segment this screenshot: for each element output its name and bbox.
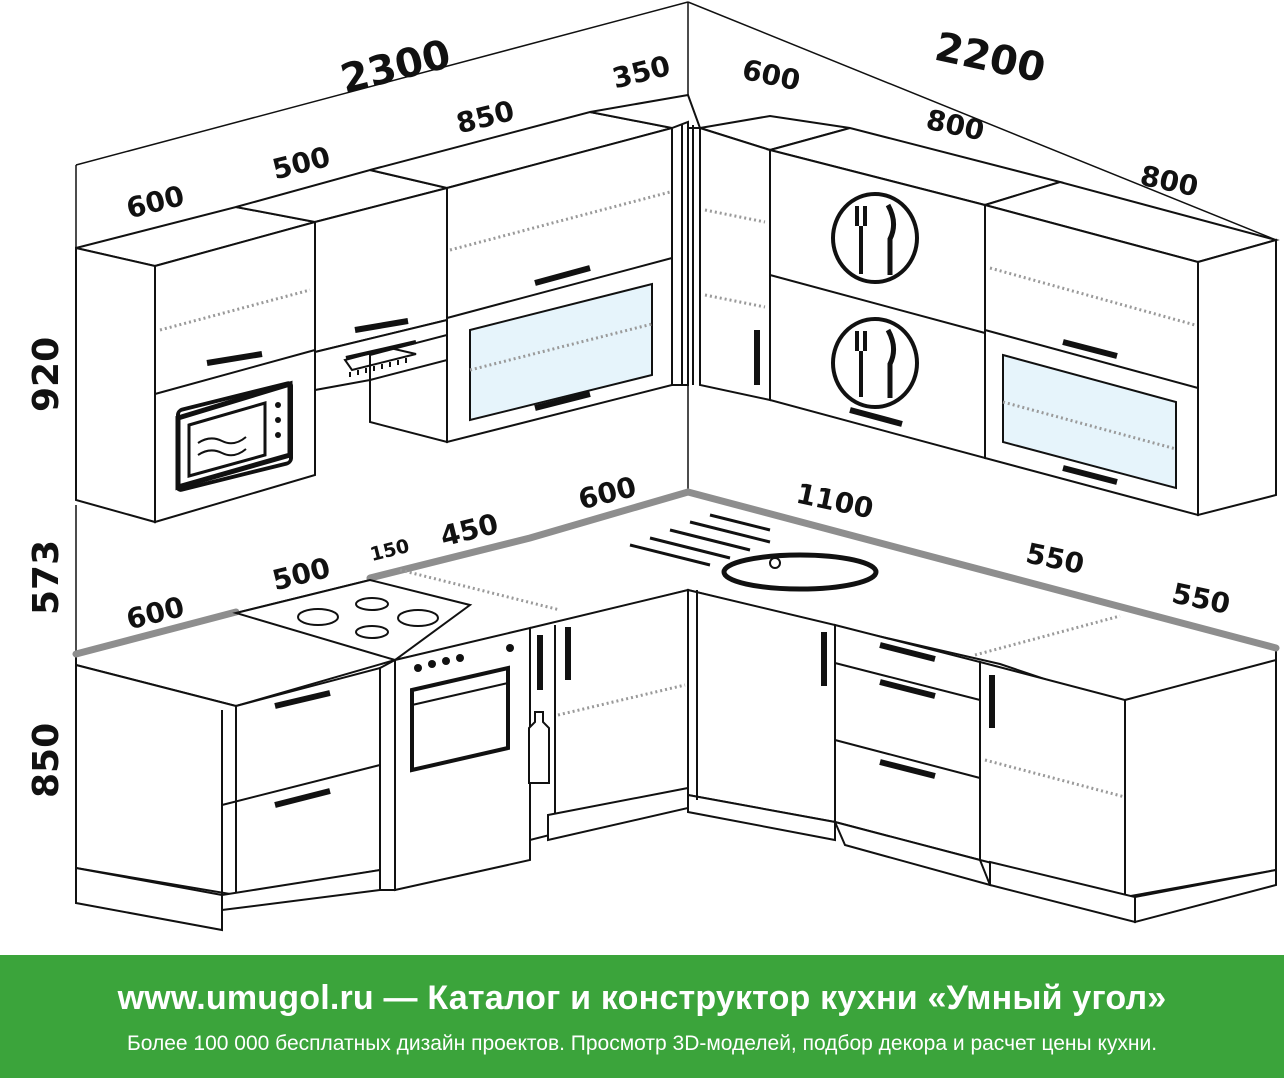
dim-upper-right-3: 800 xyxy=(1137,159,1201,203)
dim-lower-left-3: 150 xyxy=(368,535,412,566)
dim-top-left-total: 2300 xyxy=(336,31,455,103)
corner-column xyxy=(589,93,702,386)
hob-burner-icon xyxy=(232,578,473,662)
lower-cabinet-550 xyxy=(979,658,1277,924)
plate-cutlery-icon xyxy=(831,192,919,284)
footer-subtitle: Более 100 000 бесплатных дизайн проектов… xyxy=(126,1032,1158,1055)
dim-lower-right-3: 550 xyxy=(1169,577,1233,621)
dim-upper-right-2: 800 xyxy=(923,103,987,147)
upper-cabinet-right-800a xyxy=(766,126,1064,460)
plate-cutlery-icon xyxy=(831,317,919,409)
range-hood-icon xyxy=(314,318,448,392)
dim-lower-right-2: 550 xyxy=(1023,537,1087,581)
lower-drawers xyxy=(833,623,992,887)
dim-lower-right-1: 1100 xyxy=(793,477,876,525)
dim-upper-left-2: 500 xyxy=(269,140,334,186)
upper-cabinet-right-600 xyxy=(699,114,851,402)
upper-cabinet-850 xyxy=(369,110,673,444)
lower-cabinet-600 xyxy=(75,663,381,932)
oven-icon xyxy=(379,626,531,892)
upper-cabinet-right-800b xyxy=(981,180,1280,517)
upper-cabinet-600 xyxy=(75,205,316,524)
dim-upper-right-1: 600 xyxy=(739,53,803,97)
lower-cabinet-1100 xyxy=(687,588,836,842)
dim-upper-left-1: 600 xyxy=(123,179,188,225)
sink-icon xyxy=(629,513,879,592)
dim-upper-left-4: 350 xyxy=(609,49,674,95)
upper-cabinet-500 xyxy=(235,168,448,444)
dim-height-gap: 573 xyxy=(26,540,67,615)
lower-cabinet-450 xyxy=(528,588,689,842)
dim-height-upper: 920 xyxy=(26,337,67,412)
dimension-labels: 2300 2200 600 500 850 350 600 800 800 92… xyxy=(26,24,1233,798)
dim-top-right-total: 2200 xyxy=(931,24,1049,92)
footer-banner: www.umugol.ru — Каталог и конструктор ку… xyxy=(0,955,1284,1078)
bottle-icon xyxy=(528,711,550,784)
kitchen-drawing: 2300 2200 600 500 850 350 600 800 800 92… xyxy=(26,1,1280,932)
dim-height-lower: 850 xyxy=(26,723,67,798)
footer-title-link[interactable]: www.umugol.ru — Каталог и конструктор ку… xyxy=(117,979,1167,1017)
microwave-detail xyxy=(175,380,293,491)
